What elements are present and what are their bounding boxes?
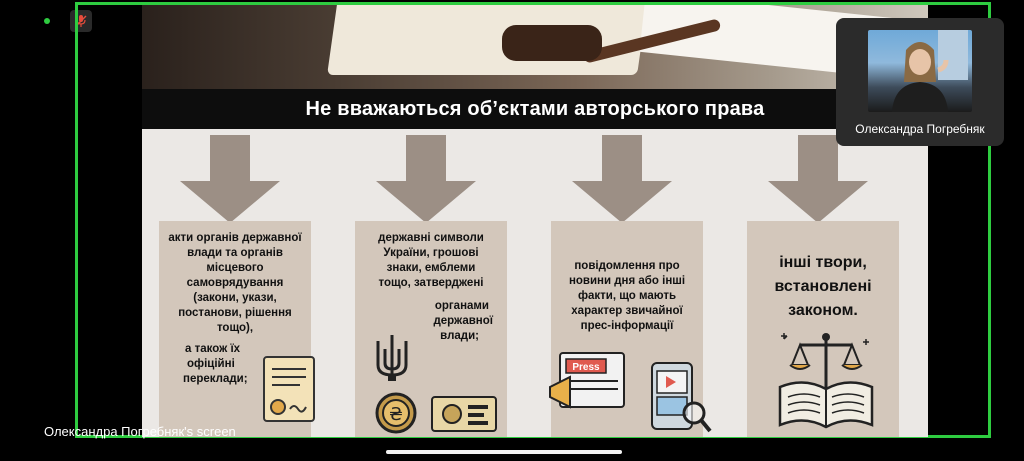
down-arrow-icon [768,135,868,223]
home-indicator[interactable] [386,450,622,454]
gavel-icon [502,25,602,61]
screen-share-label: Олександра Погребняк's screen [44,424,236,439]
down-arrow-icon [572,135,672,223]
press-newspaper-icon: Press [549,352,625,409]
card-legal-acts: акти органів державної влади та органів … [159,221,311,437]
slide-title: Не вважаються об’єктами авторського прав… [305,97,765,120]
svg-text:₴: ₴ [389,404,403,425]
person-avatar-icon [892,30,968,112]
trident-coat-of-arms-icon [376,335,408,381]
shared-slide: Не вважаються об’єктами авторського прав… [142,5,928,437]
document-certificate-icon [263,356,315,422]
law-book-scales-icon [778,333,874,429]
down-arrow-icon [376,135,476,223]
down-arrow-icon [180,135,280,223]
smartphone-search-icon [651,362,712,433]
slide-title-bar: Не вважаються об’єктами авторського прав… [142,89,928,129]
participant-video [868,30,972,112]
hryvnia-coin-icon: ₴ [375,392,417,434]
connection-status-icon [44,18,50,24]
participant-tile[interactable]: Олександра Погребняк [836,18,1004,146]
card-other-works: інші твори, встановлені законом. [747,221,899,437]
banknote-icon [431,396,497,432]
courtroom-photo [142,5,928,89]
press-label: Press [572,362,600,373]
participant-name: Олександра Погребняк [855,122,985,136]
